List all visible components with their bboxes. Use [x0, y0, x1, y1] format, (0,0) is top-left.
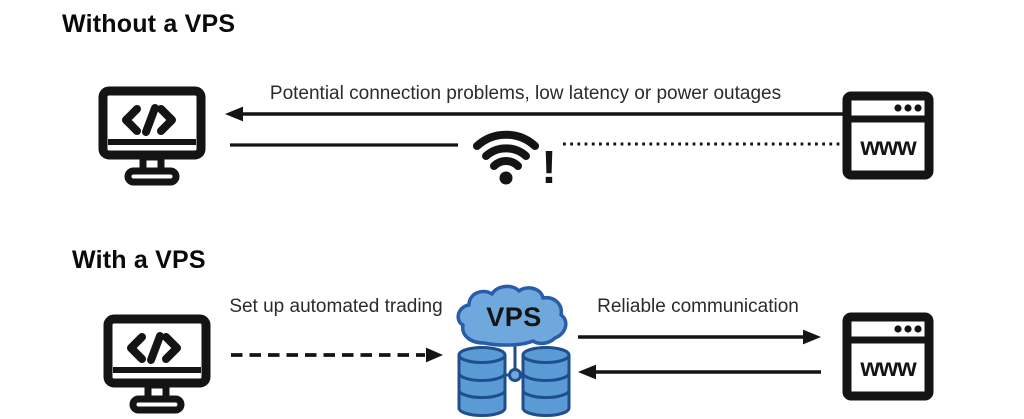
wifi-dot: [499, 171, 513, 185]
monitor-base: [124, 167, 180, 186]
reliable-arrow-label: Reliable communication: [597, 296, 799, 317]
db-separator: [457, 389, 507, 399]
browser-dot: [904, 325, 912, 333]
browser-dot: [894, 325, 902, 333]
without-vps-heading: Without a VPS: [62, 10, 236, 38]
arrowhead-left: [225, 106, 243, 122]
vps-label: VPS: [486, 302, 542, 332]
db-top: [457, 346, 507, 364]
computer-code-icon: [98, 86, 206, 186]
problems-arrow-left: [225, 106, 910, 122]
database-cylinder-right: [521, 346, 571, 417]
wifi-arc-outer: [473, 130, 539, 150]
code-bracket-left: [127, 333, 146, 363]
browser-dot: [914, 325, 922, 333]
arrowhead-right: [803, 329, 821, 345]
alert-exclamation: !: [541, 141, 556, 193]
browser-dot: [914, 104, 922, 112]
monitor-base: [129, 395, 185, 414]
with-vps-heading: With a VPS: [72, 246, 206, 274]
browser-www-icon: www: [842, 91, 934, 180]
browser-www-icon: www: [842, 312, 934, 401]
database-cylinder-left: [457, 346, 507, 417]
browser-dot: [904, 104, 912, 112]
db-separator: [457, 372, 507, 382]
reliable-arrow-right: [578, 329, 821, 345]
db-body: [521, 355, 571, 417]
www-label: www: [859, 354, 917, 382]
arrowhead-left: [578, 364, 596, 380]
wifi-arc-inner: [490, 157, 522, 170]
db-body: [457, 355, 507, 417]
code-slash: [147, 332, 164, 364]
code-slash: [142, 104, 159, 136]
vps-cloud: [456, 284, 568, 347]
arrowhead-right: [426, 347, 443, 363]
connection-line: [230, 143, 458, 147]
code-bracket-left: [122, 105, 141, 135]
wifi-arc-middle: [482, 144, 530, 160]
www-label: www: [859, 133, 917, 161]
db-separator: [521, 389, 571, 399]
connector-node: [508, 368, 522, 382]
db-separator: [521, 372, 571, 382]
dashed-arrow-right: [231, 347, 443, 363]
computer-code-icon: [103, 314, 211, 414]
wifi-warning-icon: !: [473, 130, 557, 193]
reliable-arrow-left: [578, 364, 821, 380]
problems-arrow-label: Potential connection problems, low laten…: [269, 83, 782, 104]
browser-dot: [894, 104, 902, 112]
setup-arrow-label: Set up automated trading: [229, 296, 443, 317]
vps-cloud-database-icon: VPS: [456, 284, 571, 417]
code-bracket-right: [162, 333, 181, 363]
code-bracket-right: [157, 105, 176, 135]
db-top: [521, 346, 571, 364]
